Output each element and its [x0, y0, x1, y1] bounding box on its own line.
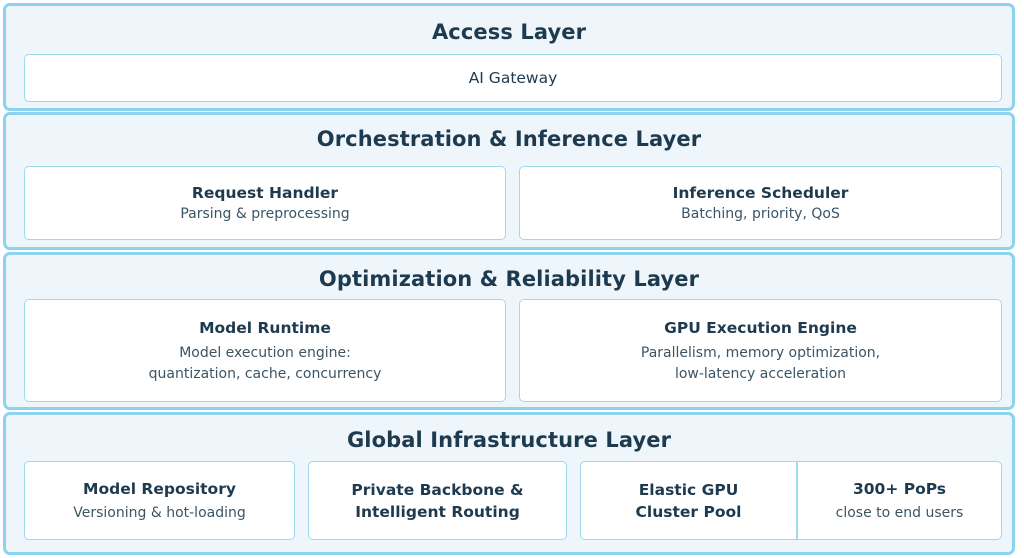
cell-divider	[796, 462, 798, 539]
gpu-pool-pops-box: Elastic GPU Cluster Pool 300+ PoPs close…	[580, 461, 1002, 540]
model-runtime-box: Model Runtime Model execution engine: qu…	[24, 299, 506, 402]
ai-gateway-label: AI Gateway	[468, 69, 558, 87]
gpu-execution-engine-subtitle-line2: low-latency acceleration	[674, 365, 847, 382]
request-handler-box: Request Handler Parsing & preprocessing	[24, 166, 506, 240]
model-runtime-title: Model Runtime	[199, 318, 331, 337]
gpu-cluster-pool-title-line1: Elastic GPU	[638, 480, 739, 499]
request-handler-title: Request Handler	[191, 183, 339, 202]
model-runtime-subtitle-line2: quantization, cache, concurrency	[148, 365, 382, 382]
ai-gateway-box: AI Gateway	[24, 54, 1002, 102]
gpu-cluster-pool-cell: Elastic GPU Cluster Pool	[581, 462, 796, 539]
optimization-layer: Optimization & Reliability Layer Model R…	[3, 252, 1015, 410]
infrastructure-layer: Global Infrastructure Layer Model Reposi…	[3, 412, 1015, 555]
private-backbone-box: Private Backbone & Intelligent Routing	[308, 461, 567, 540]
orchestration-layer: Orchestration & Inference Layer Request …	[3, 112, 1015, 250]
orchestration-layer-title: Orchestration & Inference Layer	[316, 127, 702, 151]
gpu-execution-engine-title: GPU Execution Engine	[664, 318, 857, 337]
pops-subtitle: close to end users	[835, 504, 964, 521]
model-runtime-subtitle-line1: Model execution engine:	[179, 344, 351, 361]
model-repository-subtitle: Versioning & hot-loading	[73, 504, 246, 521]
private-backbone-title-line1: Private Backbone &	[351, 480, 524, 499]
pops-title: 300+ PoPs	[852, 479, 947, 498]
access-layer: Access Layer AI Gateway	[3, 3, 1015, 111]
pops-cell: 300+ PoPs close to end users	[798, 462, 1001, 539]
model-repository-box: Model Repository Versioning & hot-loadin…	[24, 461, 295, 540]
gpu-execution-engine-subtitle-line1: Parallelism, memory optimization,	[640, 344, 881, 361]
optimization-layer-title: Optimization & Reliability Layer	[318, 267, 700, 291]
access-layer-title: Access Layer	[431, 20, 587, 44]
inference-scheduler-subtitle: Batching, priority, QoS	[681, 205, 840, 222]
inference-scheduler-box: Inference Scheduler Batching, priority, …	[519, 166, 1002, 240]
infrastructure-layer-title: Global Infrastructure Layer	[346, 428, 672, 452]
gpu-execution-engine-box: GPU Execution Engine Parallelism, memory…	[519, 299, 1002, 402]
model-repository-title: Model Repository	[83, 479, 236, 498]
inference-scheduler-title: Inference Scheduler	[672, 183, 849, 202]
private-backbone-title-line2: Intelligent Routing	[355, 502, 520, 521]
gpu-cluster-pool-title-line2: Cluster Pool	[635, 502, 742, 521]
request-handler-subtitle: Parsing & preprocessing	[180, 205, 350, 222]
